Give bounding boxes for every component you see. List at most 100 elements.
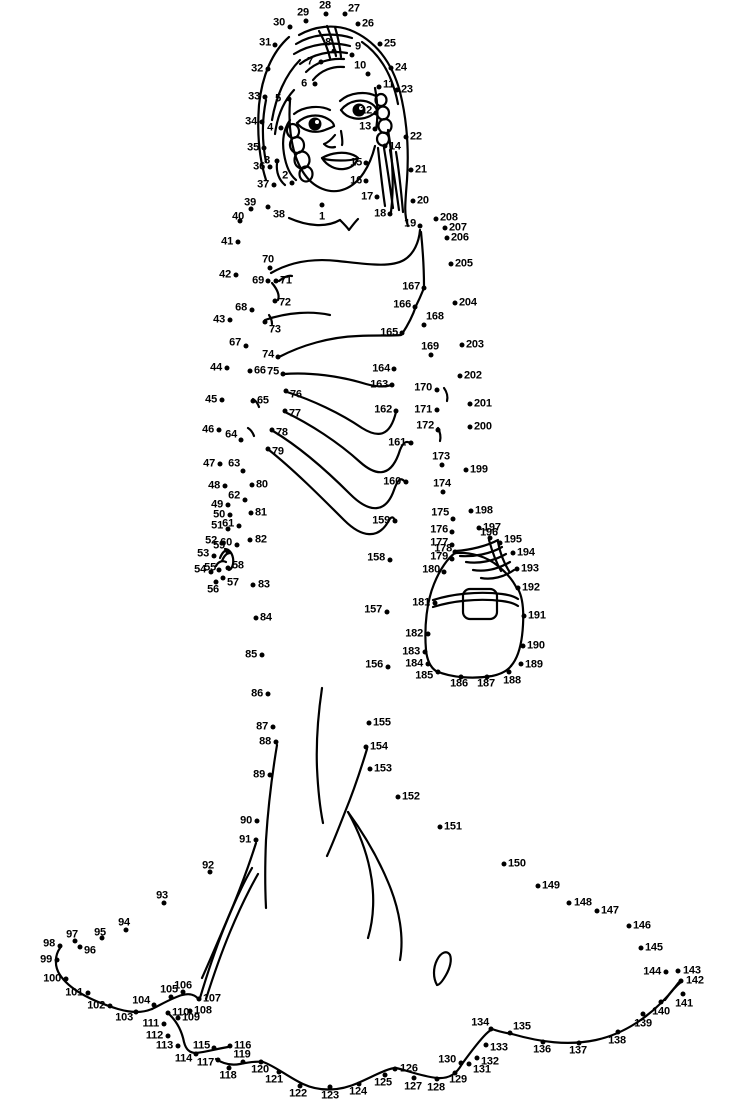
- dot-number-14: 14: [389, 140, 401, 153]
- puzzle-dot-82: [247, 537, 253, 543]
- dot-number-90: 90: [240, 814, 252, 827]
- puzzle-dot-157: [384, 609, 390, 615]
- puzzle-dot-29: [303, 18, 309, 24]
- puzzle-dot-161: [408, 440, 414, 446]
- puzzle-dot-168: [421, 322, 427, 328]
- dot-number-99: 99: [40, 953, 52, 966]
- puzzle-dot-177: [449, 542, 455, 548]
- puzzle-dot-134: [488, 1026, 494, 1032]
- puzzle-dot-31: [272, 42, 278, 48]
- dot-number-72: 72: [279, 296, 291, 309]
- dot-number-189: 189: [525, 658, 543, 671]
- puzzle-dot-170: [434, 387, 440, 393]
- dot-number-82: 82: [255, 533, 267, 546]
- puzzle-dot-96: [77, 944, 83, 950]
- dot-number-125: 125: [374, 1076, 392, 1089]
- dot-number-187: 187: [477, 677, 495, 690]
- dot-number-6: 6: [301, 77, 307, 90]
- dot-number-97: 97: [66, 928, 78, 941]
- dot-number-106: 106: [174, 979, 192, 992]
- dot-number-163: 163: [370, 378, 388, 391]
- dot-number-112: 112: [145, 1029, 163, 1042]
- dot-number-207: 207: [449, 221, 467, 234]
- hair-curls-left: [275, 118, 314, 187]
- puzzle-dot-10: [365, 71, 371, 77]
- dot-number-127: 127: [404, 1080, 422, 1093]
- dot-number-190: 190: [527, 639, 545, 652]
- dot-number-192: 192: [522, 581, 540, 594]
- puzzle-dot-131: [466, 1061, 472, 1067]
- dot-number-167: 167: [402, 280, 420, 293]
- puzzle-dot-11: [376, 84, 382, 90]
- dot-number-110: 110: [172, 1006, 190, 1019]
- dot-number-208: 208: [440, 211, 458, 224]
- puzzle-dot-128: [434, 1076, 440, 1082]
- dot-number-135: 135: [513, 1020, 531, 1033]
- puzzle-dot-59: [225, 549, 231, 555]
- mouth: [320, 151, 360, 171]
- puzzle-dot-113: [175, 1043, 181, 1049]
- dot-number-15: 15: [350, 156, 362, 169]
- puzzle-dot-140: [658, 999, 664, 1005]
- puzzle-dot-187: [484, 674, 490, 680]
- puzzle-dot-1: [319, 202, 325, 208]
- dot-number-151: 151: [444, 820, 462, 833]
- dot-number-176: 176: [430, 523, 448, 536]
- puzzle-dot-93: [161, 900, 167, 906]
- dot-number-98: 98: [43, 937, 55, 950]
- puzzle-dot-42: [233, 272, 239, 278]
- puzzle-dot-158: [387, 557, 393, 563]
- puzzle-dot-28: [323, 11, 329, 17]
- puzzle-dot-121: [276, 1069, 282, 1075]
- dot-number-113: 113: [155, 1039, 173, 1052]
- dot-number-121: 121: [265, 1073, 283, 1086]
- dot-number-149: 149: [542, 879, 560, 892]
- puzzle-dot-141: [680, 991, 686, 997]
- nose: [322, 129, 344, 149]
- dot-number-19: 19: [404, 217, 416, 230]
- dot-number-101: 101: [65, 986, 83, 999]
- puzzle-dot-99: [54, 957, 60, 963]
- puzzle-dot-85: [259, 652, 265, 658]
- dot-number-32: 32: [251, 62, 263, 75]
- puzzle-dot-150: [501, 861, 507, 867]
- dot-number-100: 100: [43, 972, 61, 985]
- puzzle-dot-73: [262, 319, 268, 325]
- puzzle-dot-36: [267, 164, 273, 170]
- puzzle-dot-38: [265, 204, 271, 210]
- puzzle-dot-208: [433, 216, 439, 222]
- dot-number-140: 140: [652, 1005, 670, 1018]
- puzzle-dot-66: [247, 368, 253, 374]
- dot-number-105: 105: [160, 983, 178, 996]
- dot-number-18: 18: [374, 207, 386, 220]
- puzzle-dot-159: [392, 518, 398, 524]
- puzzle-dot-162: [393, 408, 399, 414]
- dot-number-96: 96: [84, 944, 96, 957]
- dot-number-42: 42: [219, 268, 231, 281]
- dot-number-4: 4: [267, 121, 273, 134]
- puzzle-dot-198: [468, 508, 474, 514]
- dot-number-34: 34: [245, 115, 257, 128]
- hair-crown-strands: [292, 24, 354, 82]
- dot-number-136: 136: [533, 1043, 551, 1056]
- shoulder-line: [269, 228, 426, 302]
- puzzle-dot-197: [476, 525, 482, 531]
- dot-number-204: 204: [459, 296, 477, 309]
- dot-number-49: 49: [211, 498, 223, 511]
- dot-number-115: 115: [192, 1039, 210, 1052]
- puzzle-dot-77: [282, 408, 288, 414]
- puzzle-dot-9: [349, 52, 355, 58]
- dot-number-93: 93: [156, 889, 168, 902]
- dot-number-21: 21: [415, 163, 427, 176]
- dot-number-182: 182: [405, 627, 423, 640]
- dot-number-120: 120: [251, 1063, 269, 1076]
- dot-number-195: 195: [504, 533, 522, 546]
- dot-number-143: 143: [683, 964, 701, 977]
- dot-number-51: 51: [211, 519, 223, 532]
- dress-folds: [198, 810, 452, 1001]
- dot-number-185: 185: [415, 669, 433, 682]
- dot-number-84: 84: [260, 611, 272, 624]
- dot-number-8: 8: [325, 36, 331, 49]
- puzzle-dot-144: [663, 969, 669, 975]
- puzzle-dot-15: [363, 160, 369, 166]
